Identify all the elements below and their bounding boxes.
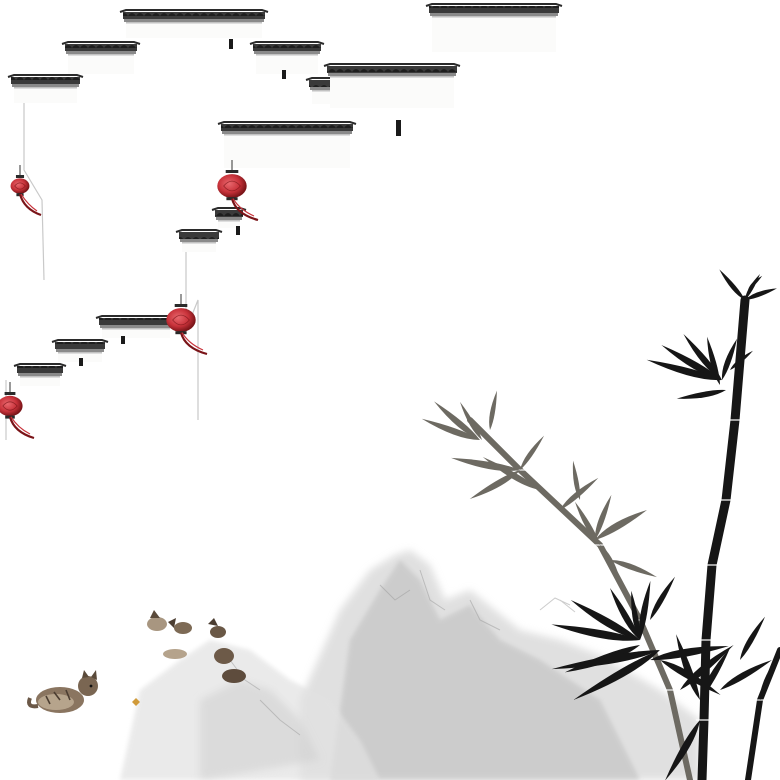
roof-segment [175,229,223,252]
bamboo-leaf [520,435,545,470]
bamboo-leaf [434,401,480,440]
roof-segment [425,3,563,52]
lantern [217,160,259,222]
bamboo-leaf [740,616,765,660]
bamboo-leaf [661,345,722,380]
roof-segment [13,363,67,386]
bamboo-leaf [594,494,612,540]
bamboo-leaf [421,418,480,441]
roof-segment [7,74,84,103]
roof-segment [249,41,325,74]
bamboo-leaf [745,288,777,300]
bamboo-leaf [676,389,726,399]
bamboo-leaf [650,576,675,620]
bamboo-leaf [707,336,720,385]
cats [27,610,246,713]
lantern [166,294,208,356]
misty-mountains [120,550,700,780]
bamboo-leaf [646,359,722,381]
roof-segment [217,121,357,168]
bamboo-leaf [595,510,647,540]
roof-segment [61,41,141,74]
bamboo-leaf [600,545,620,580]
roof-segment [119,9,269,38]
bamboo-leaf [570,600,640,640]
bamboo-leaf [721,338,738,380]
roof-segment [95,315,177,338]
lantern [0,382,35,440]
bamboo-leaf [676,634,700,700]
huizhou-wall-rooftops [5,3,563,440]
bamboo-leaf [719,269,745,300]
cat-lying [27,670,98,713]
bamboo-leaf [610,559,657,578]
red-lanterns [0,160,259,440]
bamboo-leaf [639,580,651,640]
bamboo-leaf [564,645,640,673]
bamboo-leaf [551,624,640,641]
bamboo-leaf [551,650,660,670]
bamboo-leaf [650,646,729,661]
bamboo-leaf [489,390,497,430]
bamboo-leaf [610,588,640,640]
bamboo-leaf [631,590,641,640]
roof-segment [51,339,109,362]
cat-kittens [147,610,246,683]
bamboo-stalk [467,417,693,780]
bamboo-leaf [460,401,482,440]
bamboo-leaf [665,720,700,780]
roof-segment [323,63,461,108]
bamboo-leaf [482,457,540,490]
bamboo-leaf [700,648,730,700]
bamboo-leaf [759,662,774,700]
bamboo-leaf [730,350,753,370]
lantern [10,165,42,217]
bamboo-leaf [720,660,772,690]
bamboo-leaf [469,470,520,499]
bamboo-leaf [748,275,763,290]
bamboo-leaf [572,460,581,500]
